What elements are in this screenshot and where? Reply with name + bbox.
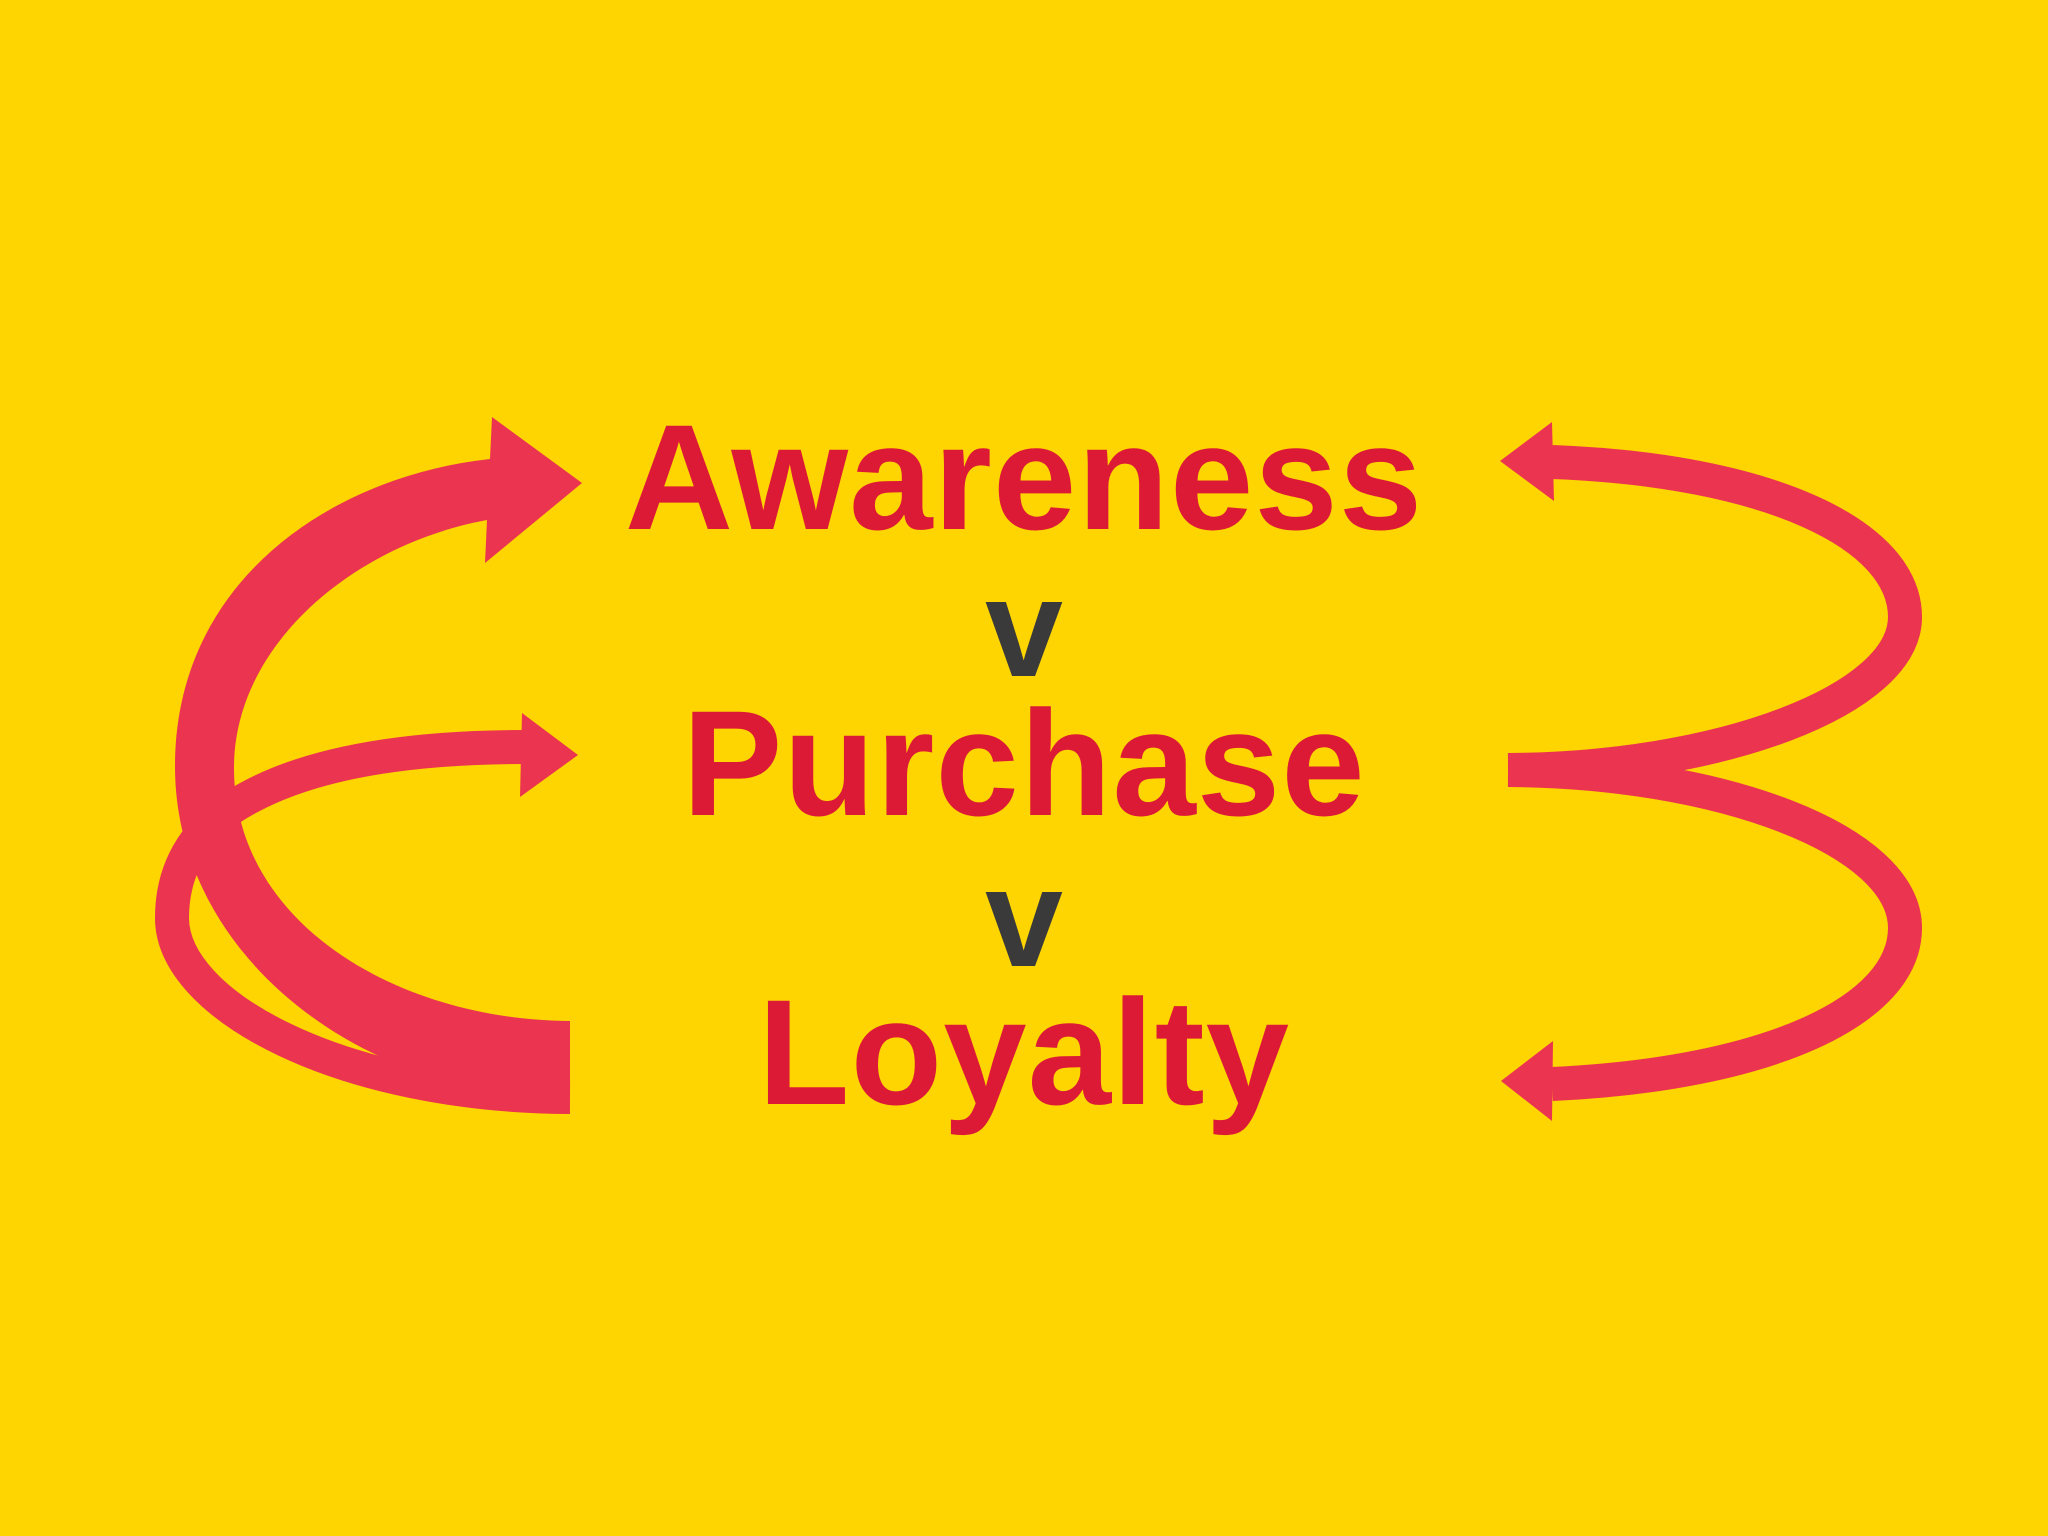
right-loop-arrow <box>1507 445 1923 1101</box>
stage-loyalty: Loyalty <box>757 968 1291 1136</box>
arrowhead-to-purchase <box>520 713 578 797</box>
separator-v-2: v <box>985 839 1063 996</box>
left-loop-arrow-to-purchase <box>154 730 571 1114</box>
arrowhead-to-awareness <box>1500 422 1554 501</box>
arrowhead-to-loyalty <box>1501 1041 1553 1121</box>
stage-purchase: Purchase <box>682 679 1366 847</box>
left-swoosh-arrow-to-awareness <box>174 417 582 1098</box>
separator-v-1: v <box>985 549 1063 706</box>
stage-awareness: Awareness <box>624 393 1424 561</box>
